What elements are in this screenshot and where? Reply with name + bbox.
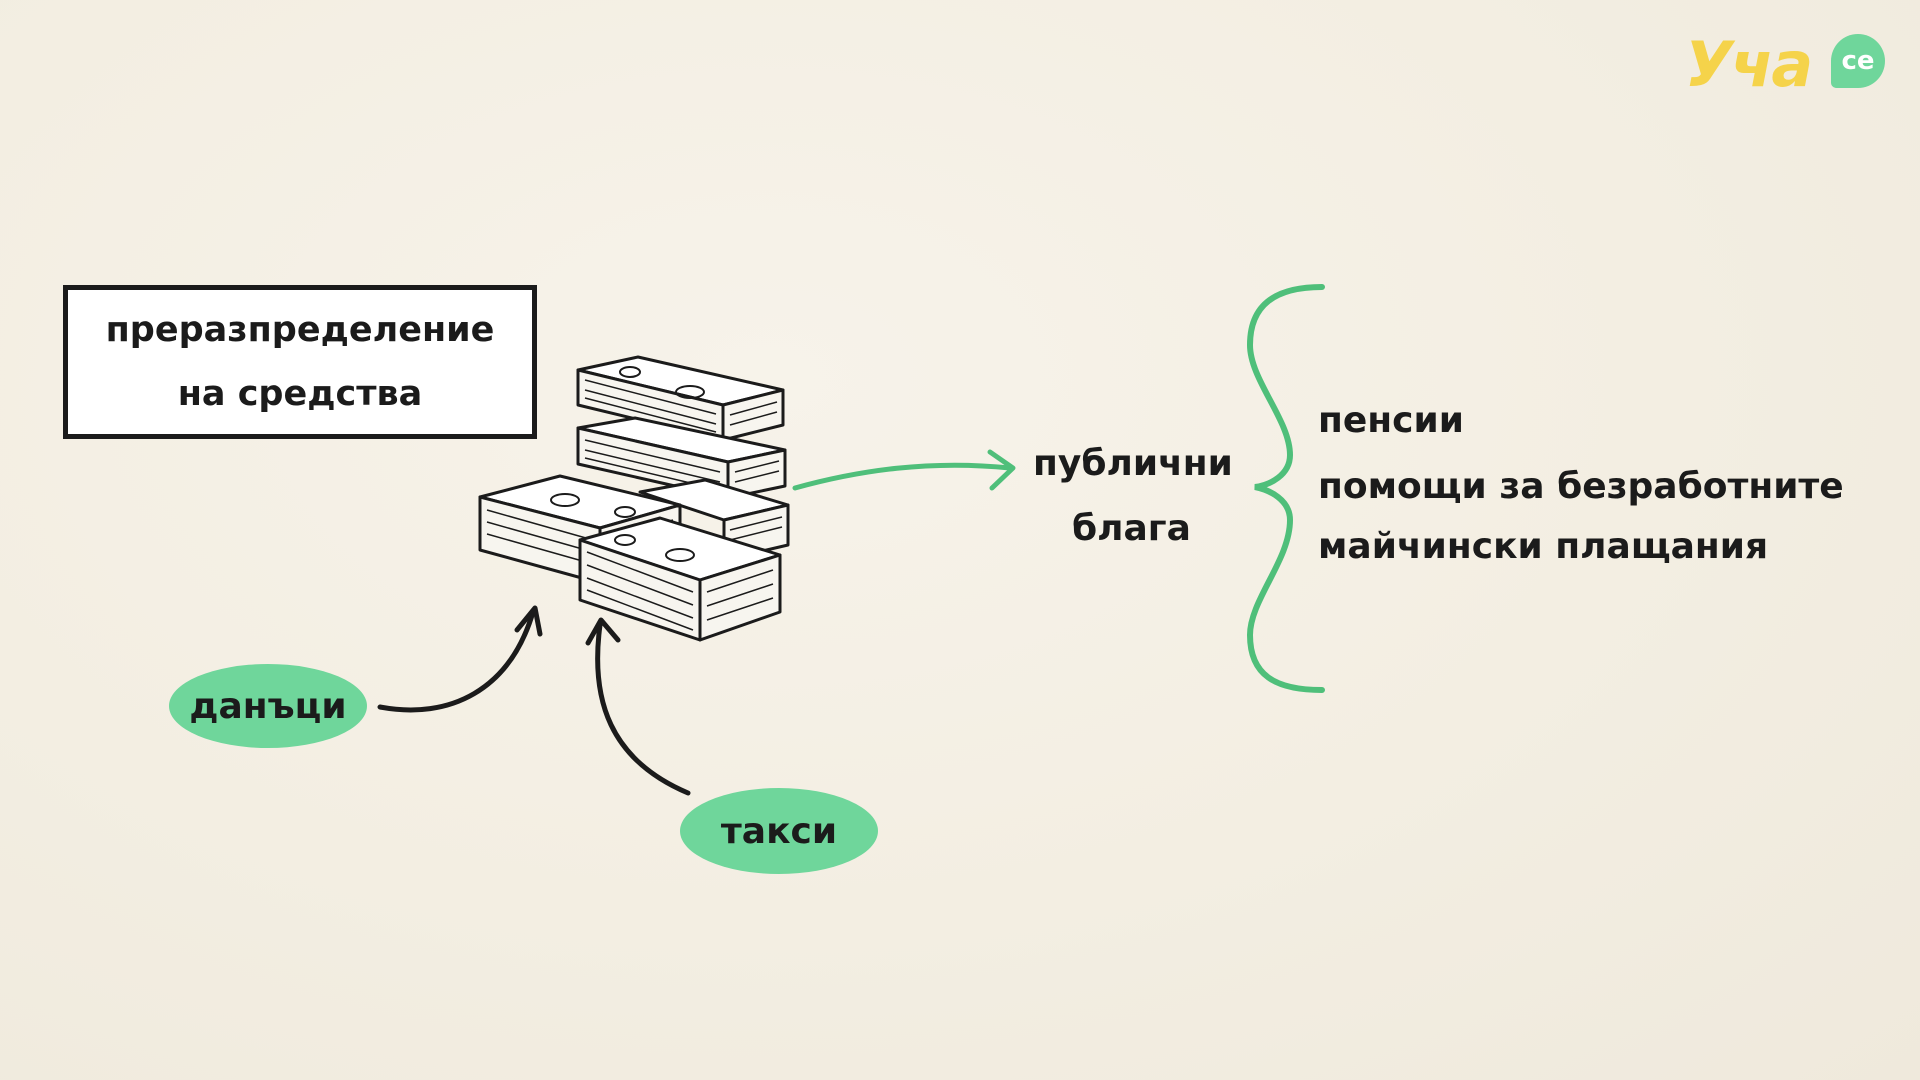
title-line-2: на средства [177, 374, 423, 414]
fees-label: такси [720, 810, 838, 852]
public-goods-line-1: публични [1033, 443, 1233, 484]
logo-text: Уча [1685, 28, 1813, 101]
title-line-1: преразпределение [105, 310, 495, 350]
taxes-label: данъци [189, 685, 347, 727]
public-goods-line-2: блага [1072, 508, 1191, 549]
curly-brace [1246, 284, 1325, 693]
arrow-from-fees [585, 617, 691, 796]
list-item: майчински плащания [1318, 526, 1769, 567]
arrow-to-public-goods [792, 449, 1016, 491]
taxes-pill: данъци [169, 664, 367, 748]
fees-pill: такси [680, 788, 878, 874]
brand-logo[interactable]: Уча се [1685, 24, 1895, 108]
list-item: пенсии [1318, 400, 1464, 441]
title-box: преразпределение на средства [63, 285, 537, 439]
list-item: помощи за безработните [1318, 466, 1844, 507]
arrow-from-taxes [377, 605, 543, 713]
logo-badge: се [1831, 34, 1885, 88]
